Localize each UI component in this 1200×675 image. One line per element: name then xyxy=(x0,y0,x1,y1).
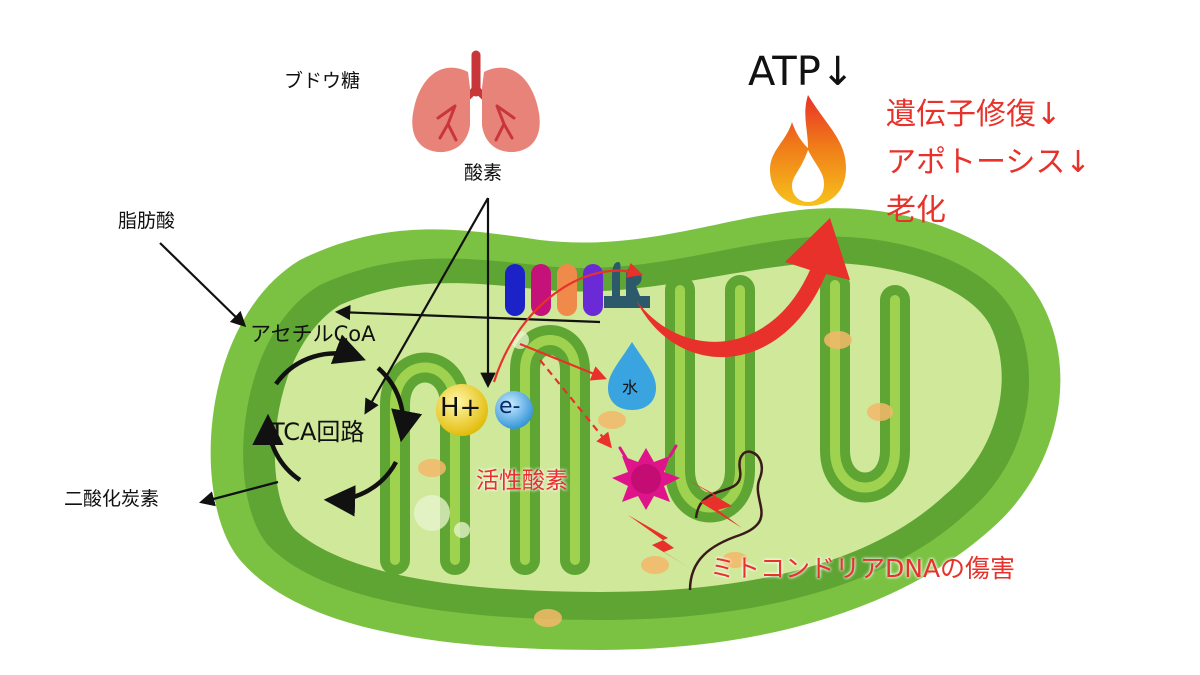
mito-cristae-core xyxy=(390,280,900,565)
arrow-electron-to-complex xyxy=(492,262,643,383)
ros-burst-icon xyxy=(612,444,680,510)
label-ros: 活性酸素 xyxy=(476,468,568,494)
arrow-tca-to-co2 xyxy=(199,480,279,507)
label-effect-apoptosis: アポトーシス↓ xyxy=(886,145,1091,180)
label-acetyl-coa: アセチルCoA xyxy=(250,322,376,346)
arrow-fatty-acid-to-acetyl xyxy=(159,242,247,328)
label-effect-gene-repair: 遺伝子修復↓ xyxy=(886,97,1062,132)
atp-output-arrow xyxy=(636,218,850,358)
red-arrows xyxy=(492,262,643,449)
electron-transport-chain xyxy=(505,262,650,316)
complex-1 xyxy=(505,264,525,316)
arrow-to-ros xyxy=(539,359,612,449)
label-tca-cycle: TCA回路 xyxy=(270,418,365,446)
label-fatty-acid: 脂肪酸 xyxy=(118,210,176,232)
mito-granules xyxy=(418,331,893,627)
arrow-to-water xyxy=(519,342,607,381)
label-glucose: ブドウ糖 xyxy=(284,70,361,92)
water-drop-icon xyxy=(608,342,656,410)
label-mtdna-damage: ミトコンドリアDNAの傷害 xyxy=(710,554,1016,583)
label-effect-aging: 老化 xyxy=(886,193,946,228)
black-arrows xyxy=(159,197,601,507)
arrow-complex-to-acetyl xyxy=(334,304,601,324)
complex-4 xyxy=(583,264,603,316)
damaged-dna-icon xyxy=(628,450,763,591)
complex-2 xyxy=(531,264,551,316)
complex-3 xyxy=(557,264,577,316)
label-water: 水 xyxy=(622,378,639,397)
electron-sphere xyxy=(495,391,533,429)
label-atp: ATP↓ xyxy=(748,49,855,95)
tca-cycle-ring xyxy=(252,334,423,517)
lungs-icon xyxy=(412,50,540,153)
flame-icon xyxy=(770,95,846,206)
label-h-plus: H+ xyxy=(440,393,482,423)
h-plus-sphere xyxy=(436,384,488,436)
label-oxygen: 酸素 xyxy=(464,162,503,184)
mitochondrion xyxy=(210,208,1061,650)
label-electron: e- xyxy=(499,394,521,419)
label-co2: 二酸化炭素 xyxy=(64,488,160,510)
